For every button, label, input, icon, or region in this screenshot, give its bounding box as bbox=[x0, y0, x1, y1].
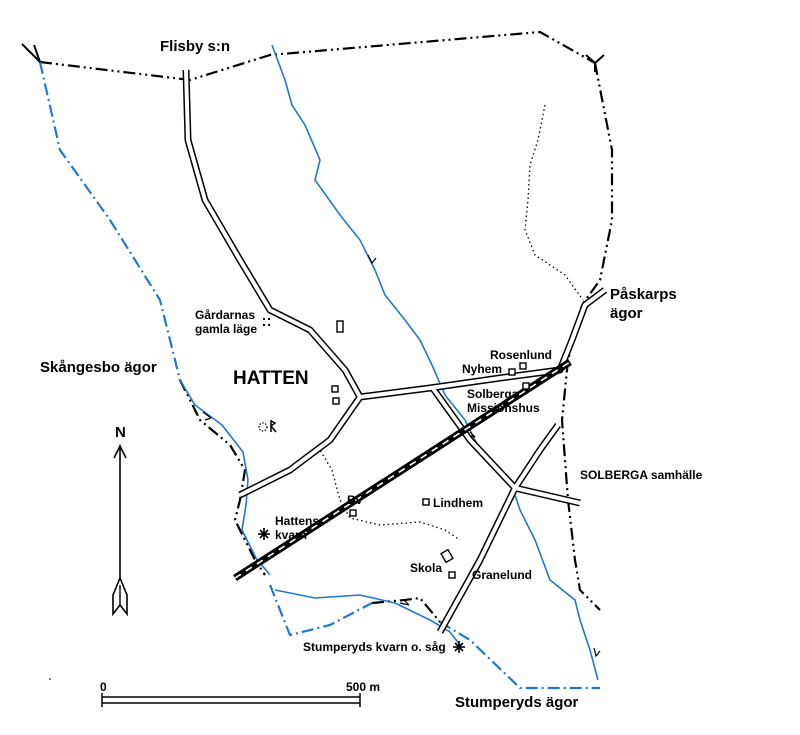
label-lindhem: Lindhem bbox=[433, 496, 483, 510]
building-nyhem bbox=[508, 368, 516, 376]
label-solberga-2: Missionshus bbox=[467, 401, 540, 415]
south-stream bbox=[274, 589, 461, 646]
building-granelund bbox=[448, 571, 456, 579]
boundary-east bbox=[560, 62, 614, 611]
label-granelund: Granelund bbox=[472, 568, 532, 582]
boundary-north bbox=[39, 30, 596, 82]
label-hattens-2: kvarn bbox=[275, 528, 307, 542]
label-nyhem: Nyhem bbox=[462, 362, 502, 376]
label-bv: Bv bbox=[347, 493, 363, 507]
label-rosenlund: Rosenlund bbox=[490, 348, 552, 362]
scale-end: 500 m bbox=[346, 680, 380, 694]
building bbox=[332, 397, 340, 405]
path-east bbox=[524, 104, 584, 301]
label-paskarps-1: Påskarps bbox=[610, 286, 677, 303]
railway bbox=[233, 359, 572, 581]
scale-start: 0 bbox=[100, 680, 107, 694]
flow-arrows bbox=[202, 254, 601, 658]
building-lindhem bbox=[422, 498, 430, 506]
path-south bbox=[317, 446, 461, 541]
building-bv bbox=[349, 509, 357, 517]
building-skola bbox=[440, 548, 454, 564]
mill-icon bbox=[258, 528, 270, 540]
label-solberga-1: Solberga bbox=[467, 387, 519, 401]
building bbox=[336, 320, 344, 333]
roads bbox=[182, 69, 608, 634]
label-gardarnas-2: gamla läge bbox=[195, 322, 257, 336]
boundary-west bbox=[179, 379, 266, 576]
building-missionshus bbox=[522, 382, 530, 390]
scale-bar: 0 500 m bbox=[49, 678, 380, 707]
label-hattens-1: Hattens bbox=[275, 514, 319, 528]
label-paskarps-2: ägor bbox=[610, 305, 643, 322]
label-solberga-samhalle: SOLBERGA samhälle bbox=[580, 468, 703, 482]
label-flisby: Flisby s:n bbox=[160, 38, 230, 55]
main-river bbox=[271, 44, 599, 681]
north-arrow-icon: N bbox=[112, 424, 128, 617]
boundaries bbox=[21, 30, 614, 690]
north-label: N bbox=[115, 424, 126, 441]
boundary-west-blue bbox=[38, 61, 182, 381]
rivers bbox=[179, 44, 599, 681]
label-skangesbo: Skångesbo ägor bbox=[40, 359, 157, 376]
label-stumperyds-agor: Stumperyds ägor bbox=[455, 694, 579, 711]
boundary-south-blue bbox=[268, 584, 600, 690]
old-farm-dots bbox=[263, 318, 270, 326]
road-west bbox=[238, 394, 363, 499]
building bbox=[331, 385, 339, 393]
place-labels: Flisby s:n Påskarps ägor Skångesbo ägor … bbox=[40, 38, 703, 711]
road-north bbox=[182, 69, 364, 399]
map-title: HATTEN bbox=[233, 368, 309, 389]
buildings bbox=[258, 318, 530, 653]
label-skola: Skola bbox=[410, 561, 442, 575]
west-stream bbox=[179, 379, 271, 576]
label-gardarnas-1: Gårdarnas bbox=[195, 308, 255, 322]
building-rosenlund bbox=[519, 362, 527, 370]
footpaths bbox=[317, 104, 584, 541]
ancient-monument-icon bbox=[258, 420, 277, 433]
mill-icon bbox=[453, 641, 465, 653]
label-stumperyds-kvarn: Stumperyds kvarn o. såg bbox=[303, 640, 446, 654]
